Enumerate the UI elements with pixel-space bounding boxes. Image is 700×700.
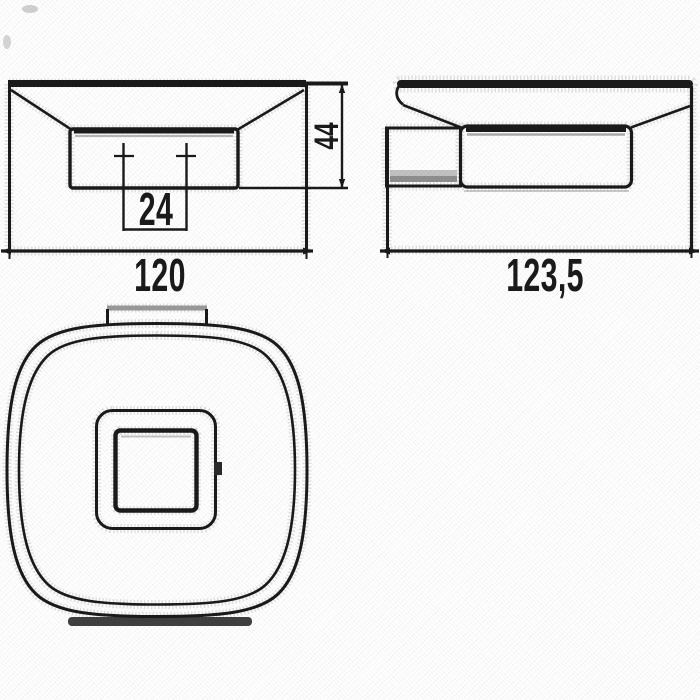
front-outline-sides bbox=[8, 83, 308, 250]
side-rim-left-cap bbox=[395, 85, 404, 106]
dimension-24 bbox=[114, 143, 196, 231]
front-extension-tails bbox=[8, 250, 308, 259]
front-dish-body bbox=[68, 127, 240, 190]
front-slot-width-label: 24 bbox=[139, 185, 173, 236]
scan-smudge bbox=[22, 5, 38, 13]
front-width-label: 120 bbox=[134, 251, 186, 302]
side-view bbox=[380, 80, 699, 258]
top-view-center-hole bbox=[113, 428, 199, 513]
side-dish-slope-left bbox=[402, 103, 462, 129]
dimension-arrow-down bbox=[338, 179, 346, 188]
front-top-rim-edge bbox=[8, 80, 306, 87]
scan-smudge bbox=[3, 35, 11, 49]
front-view bbox=[1, 80, 348, 259]
front-dish-slope-left bbox=[10, 88, 73, 132]
front-dish-slope-right bbox=[236, 88, 305, 132]
top-view-inner-outline bbox=[17, 334, 297, 606]
side-wall-plate-shade-light bbox=[390, 170, 457, 176]
top-view-bottom-pad bbox=[68, 617, 252, 626]
top-view-outer-outline bbox=[5, 321, 309, 619]
dimension-arrow-up bbox=[338, 84, 346, 93]
dimension-44 bbox=[239, 81, 348, 190]
slot-edge-lines bbox=[122, 143, 188, 231]
side-extension-tails bbox=[386, 250, 693, 258]
side-width-label: 123,5 bbox=[506, 251, 584, 302]
top-view bbox=[5, 305, 309, 626]
side-top-rim bbox=[397, 80, 693, 88]
side-dish-slope-right bbox=[630, 104, 691, 129]
front-height-label: 44 bbox=[308, 122, 346, 150]
top-view-boss-nub bbox=[214, 462, 222, 475]
top-view-wall-tab bbox=[106, 305, 208, 324]
side-wall-plate-shade-dark bbox=[390, 176, 457, 182]
tab-sides bbox=[106, 309, 208, 324]
